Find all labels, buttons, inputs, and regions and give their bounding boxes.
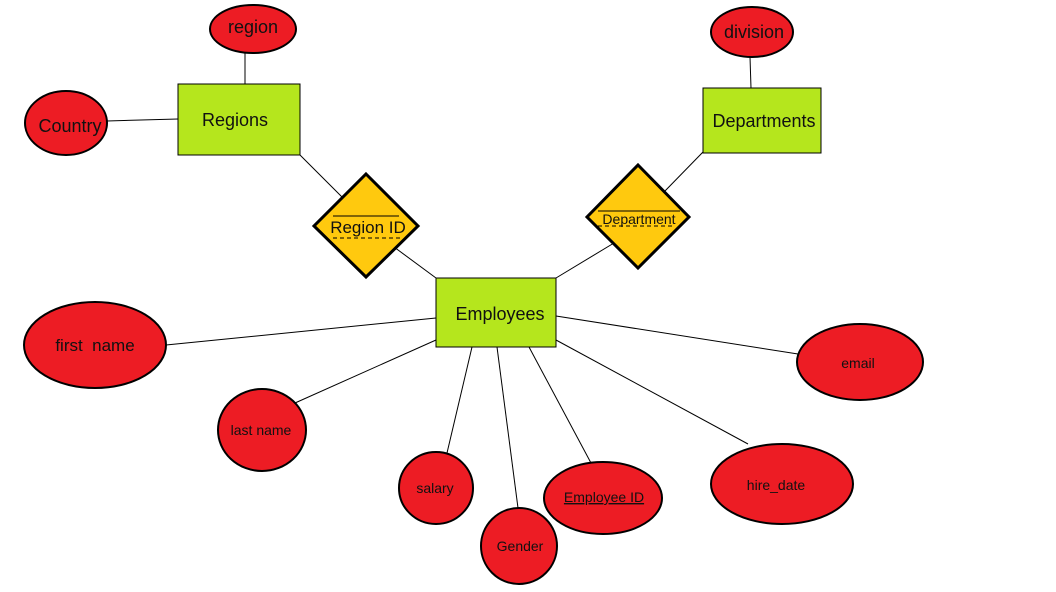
attribute-email: email xyxy=(796,323,924,401)
line-employees-firstname xyxy=(165,317,437,346)
line-employees-gender xyxy=(496,346,519,509)
line-employees-lastname xyxy=(294,339,437,404)
line-employees-salary xyxy=(446,346,473,454)
attribute-gender: Gender xyxy=(480,507,558,585)
attribute-division-ellipse xyxy=(710,6,794,58)
entity-employees-label: Employees xyxy=(455,304,544,324)
relationship-region-id-label: Region ID xyxy=(330,218,406,237)
relationship-department-diamond xyxy=(584,162,692,271)
relationship-department: Department xyxy=(584,162,692,271)
attribute-gender-ellipse xyxy=(480,507,558,585)
line-division-departments xyxy=(749,56,752,89)
attribute-last-name: last name xyxy=(217,388,307,472)
line-department-employees xyxy=(555,242,615,279)
attribute-gender-label: Gender xyxy=(497,538,544,554)
entity-departments: Departments xyxy=(702,87,822,154)
attribute-first-name: first name xyxy=(23,301,167,389)
attribute-employee-id-label: Employee ID xyxy=(564,489,644,505)
attribute-employee-id: Employee ID xyxy=(543,461,663,535)
attribute-hire-date-ellipse xyxy=(710,443,854,525)
entity-regions-label: Regions xyxy=(202,110,268,130)
line-departments-department xyxy=(663,151,704,193)
attribute-country-label: Country xyxy=(38,116,101,136)
line-employees-email xyxy=(555,315,799,355)
attribute-salary-ellipse xyxy=(398,451,474,525)
attribute-salary-label: salary xyxy=(416,480,453,496)
entity-departments-box xyxy=(702,87,822,154)
attribute-salary: salary xyxy=(398,451,474,525)
entity-employees: Employees xyxy=(435,277,557,348)
entity-employees-box xyxy=(435,277,557,348)
attribute-region-label: region xyxy=(228,17,278,37)
attribute-first-name-label: first name xyxy=(55,336,134,355)
attribute-country-ellipse xyxy=(24,90,108,156)
attribute-hire-date: hire_date xyxy=(710,443,854,525)
line-regionid-employees xyxy=(393,246,437,279)
attribute-first-name-ellipse xyxy=(23,301,167,389)
line-country-regions xyxy=(106,118,179,122)
connector-lines xyxy=(106,53,799,509)
line-employees-employeeid xyxy=(528,346,592,464)
relationship-region-id-diamond xyxy=(311,171,421,280)
attribute-employee-id-ellipse xyxy=(543,461,663,535)
attribute-last-name-label: last name xyxy=(231,422,292,438)
entity-departments-label: Departments xyxy=(712,111,815,131)
entity-regions-box xyxy=(177,83,301,156)
line-regions-regionid xyxy=(299,154,343,198)
attribute-region: region xyxy=(209,4,297,54)
entity-regions: Regions xyxy=(177,83,301,156)
line-employees-hiredate xyxy=(555,339,749,445)
relationship-region-id: Region ID xyxy=(311,171,421,280)
attribute-last-name-ellipse xyxy=(217,388,307,472)
relationship-department-label: Department xyxy=(602,211,675,227)
attribute-email-ellipse xyxy=(796,323,924,401)
attribute-division: division xyxy=(710,6,794,58)
attribute-country: Country xyxy=(24,90,108,156)
attribute-email-label: email xyxy=(841,355,874,371)
attribute-hire-date-label: hire_date xyxy=(747,477,806,493)
attribute-region-ellipse xyxy=(209,4,297,54)
attribute-division-label: division xyxy=(724,22,784,42)
